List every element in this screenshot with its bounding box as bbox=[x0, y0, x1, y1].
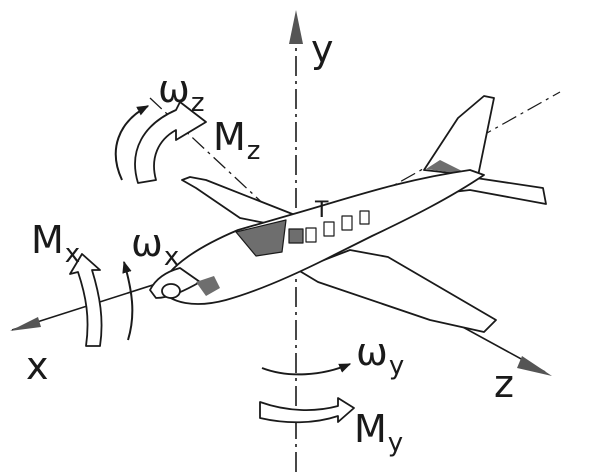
moment-z-arrow bbox=[134, 101, 207, 184]
cockpit-window bbox=[235, 219, 287, 257]
cabin-window-4 bbox=[359, 210, 370, 225]
moment-x-arrow bbox=[69, 253, 103, 347]
cowling-shade bbox=[196, 276, 220, 296]
z-axis-arrowhead bbox=[517, 356, 552, 376]
fuselage bbox=[159, 169, 485, 305]
x-axis-label: x bbox=[26, 344, 49, 388]
y-axis-label: y bbox=[311, 27, 334, 71]
moment-y-label: My bbox=[354, 407, 404, 458]
center-point-label: T bbox=[315, 198, 329, 223]
moment-y-arrow bbox=[259, 397, 355, 424]
cabin-window-1 bbox=[305, 227, 317, 243]
right-wing bbox=[297, 249, 497, 333]
y-axis bbox=[289, 10, 303, 472]
omega-y-rotation-arrow bbox=[261, 363, 352, 376]
moment-x-label: Mx bbox=[31, 218, 81, 269]
omega-x-rotation-arrow bbox=[122, 260, 134, 341]
spinner bbox=[161, 283, 181, 299]
aircraft bbox=[149, 95, 547, 333]
x-axis-arrowhead bbox=[10, 317, 41, 331]
omega-z-rotation-arrow bbox=[114, 105, 150, 181]
y-axis-arrowhead bbox=[289, 10, 303, 44]
omega-x-label: ωx bbox=[131, 221, 180, 272]
omega-y-label: ωy bbox=[356, 330, 405, 381]
cabin-window-2 bbox=[323, 221, 335, 237]
cabin-window-3 bbox=[341, 215, 353, 231]
center-of-gravity-marker bbox=[288, 228, 304, 244]
moment-z-label: Mz bbox=[213, 115, 261, 166]
omega-z-label: ωz bbox=[158, 67, 205, 118]
z-axis-label: z bbox=[494, 362, 514, 406]
